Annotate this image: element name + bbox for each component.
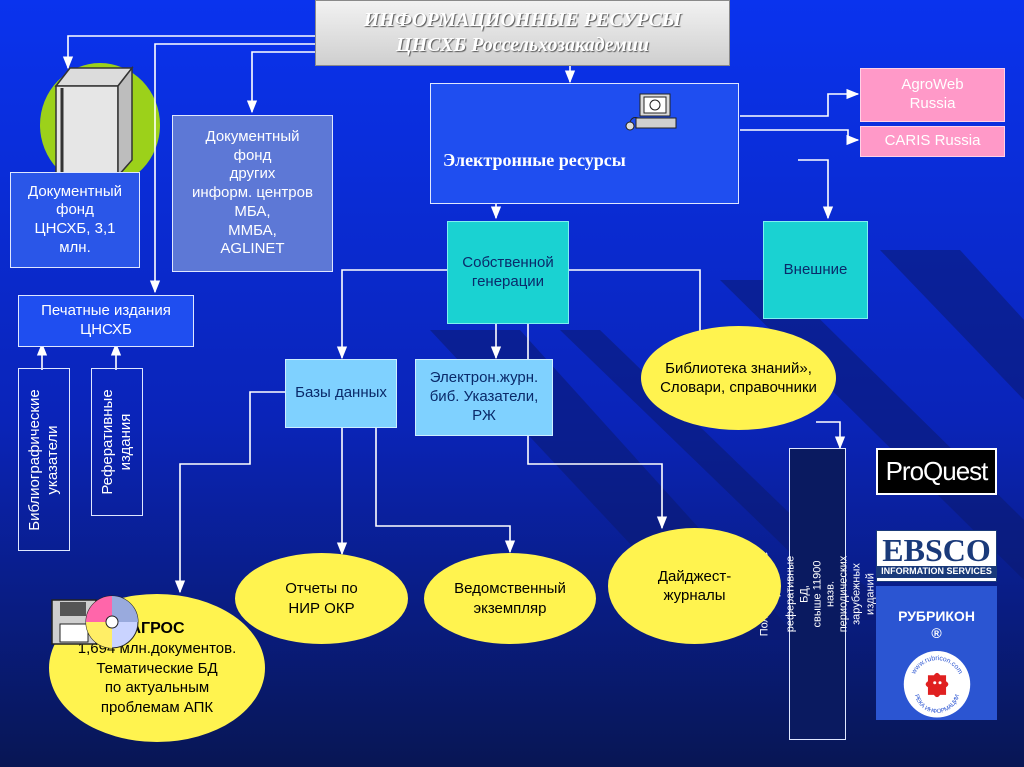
rubricon-emblem: www.rubricon.com РЕКА ИНФОРМАЦИИ bbox=[903, 650, 970, 717]
logo-proquest: ProQuest bbox=[876, 448, 997, 495]
ebsco-text: EBSCO bbox=[882, 532, 991, 569]
node-electronic-resources: Электронные ресурсы bbox=[430, 83, 739, 204]
node-databases: Базы данных bbox=[285, 359, 397, 428]
ebsco-subtitle: INFORMATION SERVICES bbox=[877, 566, 996, 578]
node-print-editions: Печатные издания ЦНСХБ bbox=[18, 295, 194, 347]
node-own-generation: Собственной генерации bbox=[447, 221, 569, 324]
title-box: ИНФОРМАЦИОННЫЕ РЕСУРСЫ ЦНСХБ Россельхоза… bbox=[315, 0, 730, 66]
node-doc-fund: Документный фонд ЦНСХБ, 3,1 млн. bbox=[10, 172, 140, 268]
node-bibliographic: Библиографические указатели bbox=[18, 368, 70, 551]
node-other-fund: Документный фонд других информ. центров … bbox=[172, 115, 333, 272]
floppy-cd-icon bbox=[51, 595, 139, 649]
title-line-1: ИНФОРМАЦИОННЫЕ РЕСУРСЫ bbox=[363, 9, 682, 31]
logo-ebsco: EBSCO INFORMATION SERVICES bbox=[876, 530, 997, 582]
proquest-text: ProQuest bbox=[885, 456, 989, 487]
electronic-resources-label: Электронные ресурсы bbox=[443, 150, 626, 171]
node-digest-journals: Дайджест- журналы bbox=[608, 528, 781, 644]
rubricon-text: РУБРИКОН bbox=[898, 607, 975, 624]
node-fulltext-databases: Полнотекстовые и реферативные БД, свыше … bbox=[758, 448, 876, 740]
node-knowledge-library: Библиотека знаний», Словари, справочники bbox=[641, 326, 836, 430]
node-ejournals: Электрон.журн. биб. Указатели, РЖ bbox=[415, 359, 553, 436]
node-abstract-editions: Реферативные издания bbox=[91, 368, 143, 516]
node-reports: Отчеты по НИР ОКР bbox=[235, 553, 408, 644]
book-illustration bbox=[40, 63, 160, 187]
node-caris: CARIS Russia bbox=[860, 126, 1005, 157]
agros-title: АГРОС bbox=[129, 619, 185, 637]
abstract-editions-label: Реферативные издания bbox=[99, 389, 134, 495]
agros-body: 1,694 млн.документов. Тематические БД по… bbox=[77, 640, 237, 716]
node-external: Внешние bbox=[763, 221, 868, 319]
rubricon-registered: ® bbox=[931, 625, 942, 641]
logo-rubricon: РУБРИКОН ® www.rubricon.com РЕКА ИНФОРМА… bbox=[876, 586, 997, 720]
node-departmental-copy: Ведомственный экземпляр bbox=[424, 553, 596, 644]
bibliographic-label: Библиографические указатели bbox=[26, 388, 61, 531]
node-agroweb: AgroWeb Russia bbox=[860, 68, 1005, 122]
computer-icon bbox=[625, 93, 677, 131]
title-line-2: ЦНСХБ Россельхозакадемии bbox=[396, 34, 649, 56]
